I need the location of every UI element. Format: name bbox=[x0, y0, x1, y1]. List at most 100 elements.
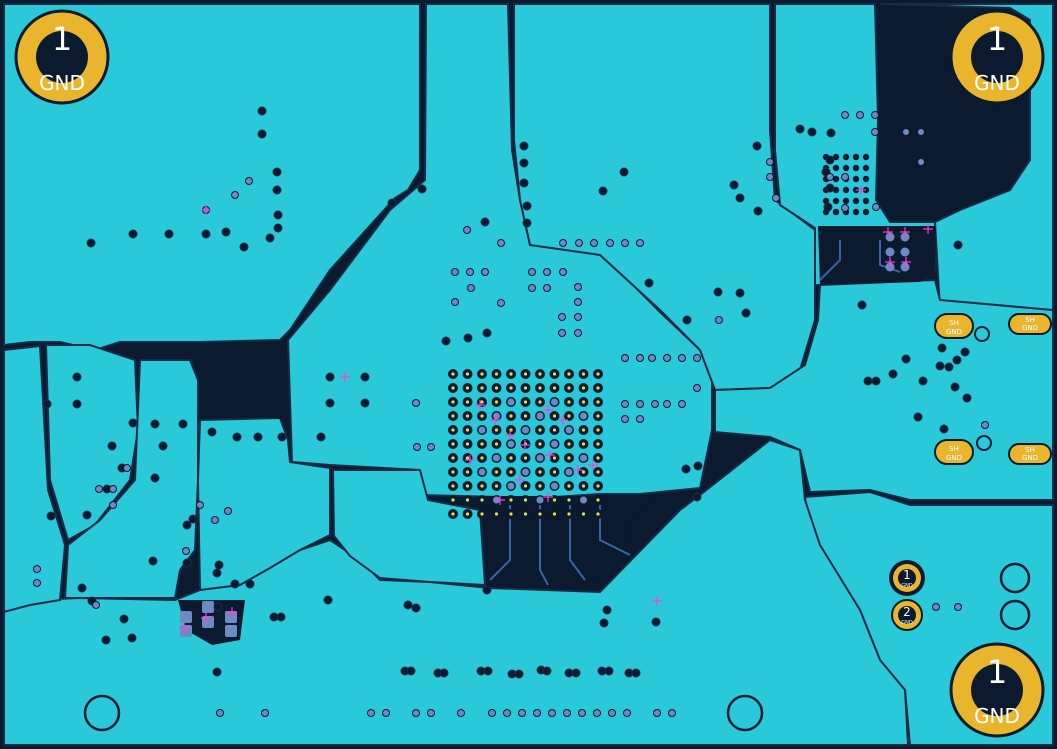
via bbox=[644, 278, 654, 288]
via-ring bbox=[606, 239, 614, 247]
bga-ball-dot bbox=[451, 386, 455, 390]
module-pad-void bbox=[832, 175, 840, 183]
via-ring bbox=[841, 173, 849, 181]
bga-ball-dot bbox=[523, 372, 528, 376]
bga-ball-dot bbox=[480, 484, 484, 488]
via-ring bbox=[543, 268, 551, 276]
via-ring bbox=[427, 709, 435, 717]
bga-ball-dot bbox=[552, 512, 557, 516]
bga-ball bbox=[478, 426, 486, 434]
pour-left-cell-b bbox=[63, 359, 199, 599]
bga-ball bbox=[493, 454, 500, 462]
bga-ball-dot bbox=[596, 400, 600, 404]
pour-left-lower bbox=[3, 344, 67, 614]
shield-pad-gnd: GND bbox=[1022, 324, 1038, 332]
header-pin-drill bbox=[898, 606, 916, 624]
bga-ball-dot bbox=[494, 484, 499, 488]
via bbox=[360, 372, 370, 382]
bga-ball bbox=[551, 398, 558, 406]
shield-pad-4[interactable]: SH GND bbox=[1008, 443, 1052, 465]
via-ring bbox=[593, 709, 601, 717]
mounting-hole-top-left[interactable]: 1 GND bbox=[14, 9, 110, 105]
via bbox=[937, 343, 947, 353]
via bbox=[257, 106, 267, 116]
bga-ball-dot bbox=[480, 414, 484, 418]
via bbox=[411, 603, 421, 613]
via-ring bbox=[772, 194, 780, 202]
via-ring bbox=[528, 284, 536, 292]
via-ring bbox=[608, 709, 616, 717]
bga-ball-dot bbox=[538, 428, 542, 432]
via bbox=[935, 361, 945, 371]
bga-ball-dot bbox=[552, 456, 557, 460]
via-ring bbox=[663, 354, 671, 362]
via-ring bbox=[871, 128, 879, 136]
via-ring bbox=[841, 111, 849, 119]
via-ring bbox=[590, 239, 598, 247]
via-ring bbox=[636, 400, 644, 408]
via bbox=[178, 419, 188, 429]
via-ring bbox=[481, 268, 489, 276]
via-ring bbox=[109, 485, 117, 493]
via bbox=[960, 347, 970, 357]
mounting-hole-bottom-right[interactable]: 1 GND bbox=[949, 642, 1045, 738]
via bbox=[480, 217, 490, 227]
bga-ball bbox=[551, 482, 558, 490]
bga-ball-dot bbox=[465, 428, 470, 432]
via-ring bbox=[109, 501, 117, 509]
shield-pad-3[interactable]: SH GND bbox=[1008, 313, 1052, 335]
via bbox=[212, 667, 222, 677]
via bbox=[158, 441, 168, 451]
via bbox=[257, 129, 267, 139]
bga-ball-dot bbox=[494, 372, 499, 376]
bga-ball-dot bbox=[581, 470, 586, 474]
shield-pad-sh: SH bbox=[949, 445, 959, 453]
header-pin-2[interactable]: 2 GND bbox=[891, 599, 923, 631]
smd-pad bbox=[225, 611, 237, 623]
via bbox=[201, 229, 211, 239]
bga-ball-dot bbox=[523, 400, 528, 404]
via-ring bbox=[467, 284, 475, 292]
bga-ball-dot bbox=[494, 470, 499, 474]
via bbox=[522, 218, 532, 228]
bga-ball-dot bbox=[465, 470, 470, 474]
via bbox=[214, 560, 224, 570]
via bbox=[753, 206, 763, 216]
bga-ball-dot bbox=[596, 498, 600, 502]
via-ring bbox=[574, 329, 582, 337]
via bbox=[693, 461, 703, 471]
bga-ball-dot bbox=[596, 386, 600, 390]
via bbox=[483, 666, 493, 676]
via bbox=[825, 183, 835, 193]
via bbox=[482, 585, 492, 595]
shield-pad-shape bbox=[1008, 443, 1052, 465]
bga-ball-dot bbox=[581, 386, 586, 390]
mounting-hole-top-right[interactable]: 1 GND bbox=[949, 9, 1045, 105]
via bbox=[542, 666, 552, 676]
pour-top-left bbox=[3, 3, 421, 352]
via bbox=[272, 167, 282, 177]
bga-ball-dot bbox=[494, 428, 499, 432]
shield-pad-1[interactable]: SH GND bbox=[934, 313, 974, 339]
bga-ball-dot bbox=[509, 456, 513, 460]
module-pad-void bbox=[862, 164, 870, 172]
via bbox=[729, 180, 739, 190]
smd-pad bbox=[180, 625, 192, 637]
bga-ball-dot bbox=[596, 442, 600, 446]
bga-ball-dot bbox=[596, 484, 600, 488]
header-pin-1[interactable]: 1 GND bbox=[889, 560, 925, 596]
shield-pad-2[interactable]: SH GND bbox=[934, 439, 974, 465]
via-ring bbox=[559, 239, 567, 247]
rf-void bbox=[818, 226, 936, 285]
bga-ball-dot bbox=[465, 400, 470, 404]
via-ring bbox=[653, 709, 661, 717]
via-ring bbox=[766, 173, 774, 181]
bga-ball-dot bbox=[494, 400, 499, 404]
via-ring bbox=[518, 709, 526, 717]
via bbox=[127, 633, 137, 643]
via bbox=[857, 300, 867, 310]
module-pad-void bbox=[832, 197, 840, 205]
via bbox=[962, 393, 972, 403]
bga-ball-dot bbox=[596, 414, 600, 418]
via bbox=[713, 287, 723, 297]
